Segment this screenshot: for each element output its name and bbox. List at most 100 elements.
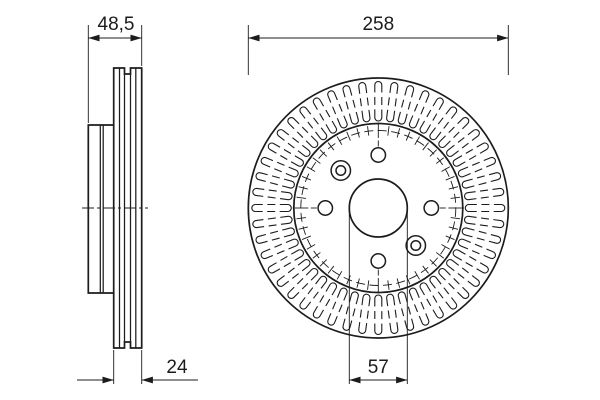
vent-slot <box>374 80 383 122</box>
vane-root-tick <box>450 217 461 220</box>
vane-root-tick <box>405 131 411 141</box>
vent-slot <box>252 215 293 229</box>
vane-root-tick <box>306 244 316 250</box>
vane-root-tick <box>450 196 461 199</box>
vane-root-tick <box>319 149 327 157</box>
vent-slot <box>446 129 480 157</box>
vane-root-tick <box>429 259 437 267</box>
vent-slot <box>327 90 348 129</box>
vane-root-tick <box>448 226 459 230</box>
dimension-value: 57 <box>368 357 389 378</box>
vane-root-tick <box>441 166 450 172</box>
vent-slot <box>358 82 371 123</box>
vent-slot <box>255 172 295 189</box>
vent-slot <box>446 259 480 287</box>
vent-slot <box>452 249 489 274</box>
vent-slot <box>419 282 444 319</box>
bolt-hole-top <box>370 147 387 163</box>
arrowhead-right <box>497 34 509 42</box>
dimension-value: 258 <box>362 14 394 35</box>
vent-slot <box>299 275 328 310</box>
vent-slot <box>408 90 430 129</box>
vane-root-tick <box>448 186 459 190</box>
vent-slot <box>429 106 458 141</box>
vent-slot <box>386 82 399 123</box>
vane-root-tick <box>301 176 312 181</box>
vent-slot <box>386 293 399 334</box>
vent-slot <box>251 203 292 213</box>
vent-slot <box>408 287 430 326</box>
vent-slot <box>299 106 328 141</box>
arrowhead-left <box>102 376 114 384</box>
arrowhead-left <box>248 34 260 42</box>
vane-root-tick <box>387 280 390 290</box>
front-view <box>247 77 510 339</box>
vent-slot <box>255 227 295 244</box>
vent-slot <box>461 172 502 189</box>
vent-slot <box>312 97 338 134</box>
arrowhead-right <box>396 376 408 384</box>
vane-root-tick <box>306 166 316 172</box>
vane-root-tick <box>414 270 420 280</box>
vane-root-tick <box>298 226 308 230</box>
side-view <box>82 67 148 349</box>
outer-diameter-circle <box>247 77 510 339</box>
vent-slot <box>464 203 506 213</box>
vane-root-tick <box>319 259 327 267</box>
vane-root-tick <box>312 157 321 164</box>
vent-slot <box>312 282 338 319</box>
dimension-value: 48,5 <box>98 14 135 35</box>
vane-root-tick <box>429 149 437 157</box>
pin-hole-outer <box>405 235 427 256</box>
vent-slot <box>260 238 299 260</box>
dimension-disc-thickness: 24 <box>77 350 198 384</box>
vane-root-tick <box>301 235 312 240</box>
vent-slot <box>438 116 470 149</box>
vent-slot <box>260 156 299 178</box>
vent-slot <box>457 238 496 260</box>
vane-root-ticks <box>292 122 464 294</box>
hub-circle <box>292 122 464 294</box>
vent-slot <box>276 259 311 287</box>
arrowhead-left <box>88 34 100 42</box>
vent-slot <box>374 294 383 336</box>
vent-slot <box>397 85 415 125</box>
vent-slot <box>419 97 444 134</box>
vent-slot <box>327 287 348 326</box>
bolt-hole-right <box>423 200 440 216</box>
center-bore-circle <box>348 178 409 238</box>
pin-hole-outer <box>330 160 352 181</box>
vane-root-tick <box>327 265 335 274</box>
pin-hole-inner <box>335 164 347 177</box>
vane-root-tick <box>298 186 308 190</box>
vane-root-tick <box>356 128 360 138</box>
vane-root-tick <box>396 278 401 288</box>
vane-root-tick <box>336 136 343 146</box>
vane-root-tick <box>296 196 306 199</box>
vent-slot <box>358 293 371 334</box>
vent-slot <box>267 249 304 274</box>
arrowhead-right <box>130 34 142 42</box>
vent-slot <box>461 227 502 244</box>
vane-root-tick <box>346 275 351 285</box>
pin-hole-inner <box>410 239 422 252</box>
vent-slot <box>267 142 304 167</box>
vent-slot <box>463 215 505 229</box>
dimension-outer-diameter: 258 <box>247 14 509 75</box>
vane-root-tick <box>396 128 401 138</box>
vane-root-tick <box>312 252 321 259</box>
vane-root-tick <box>356 278 360 288</box>
vane-root-tick <box>435 157 445 164</box>
vent-slot <box>463 187 505 201</box>
vent-slot <box>457 156 496 178</box>
vane-root-tick <box>445 176 455 181</box>
vent-slot <box>429 275 458 310</box>
vane-root-tick <box>296 217 306 220</box>
vent-slot <box>252 187 293 201</box>
arrowhead-left <box>349 376 361 384</box>
vane-root-tick <box>367 126 370 136</box>
dimension-value: 24 <box>166 357 188 378</box>
vent-slot <box>342 291 359 331</box>
hat-outline <box>87 124 114 294</box>
